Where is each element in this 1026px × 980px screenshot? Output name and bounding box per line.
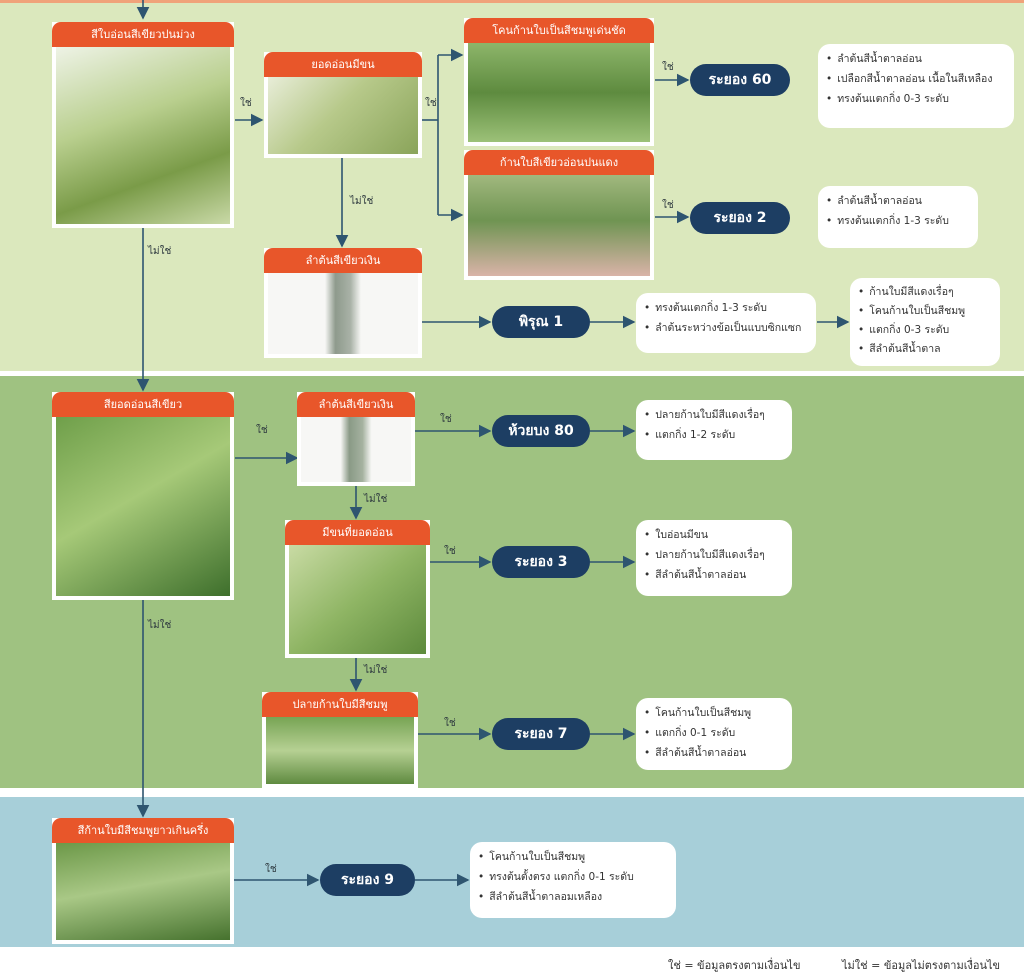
variety-details: โคนก้านใบเป็นสีชมพู ทรงต้นตั้งตรง แตกกิ่… (470, 842, 676, 918)
variety-details: โคนก้านใบเป็นสีชมพู แตกกิ่ง 0-1 ระดับ สี… (636, 698, 792, 770)
yes-label: ใช่ (444, 546, 456, 557)
stem-photo (301, 417, 411, 482)
no-label: ไม่ใช่ (350, 196, 374, 207)
criteria-title: ปลายก้านใบมีสีชมพู (262, 692, 418, 717)
variety-details: ลำต้นสีน้ำตาลอ่อน เปลือกสีน้ำตาลอ่อน เนื… (818, 44, 1014, 128)
variety-result: ระยอง 9 (320, 864, 415, 896)
no-label: ไม่ใช่ (148, 620, 172, 631)
criteria-title: มีขนที่ยอดอ่อน (285, 520, 430, 545)
stem-photo (268, 273, 418, 354)
criteria-card-pink-tip: ปลายก้านใบมีสีชมพู (262, 692, 418, 788)
detail-item: สีลำต้นสีน้ำตาลอมเหลือง (478, 887, 668, 907)
detail-item: ทรงต้นแตกกิ่ง 0-3 ระดับ (826, 89, 1006, 109)
detail-item: สีลำต้นสีน้ำตาล (858, 340, 992, 359)
legend-yes: ใช่ = ข้อมูลตรงตามเงื่อนไข (668, 959, 801, 972)
criteria-title: ลำต้นสีเขียวเงิน (297, 392, 415, 417)
criteria-title: ยอดอ่อนมีขน (264, 52, 422, 77)
no-label: ไม่ใช่ (148, 246, 172, 257)
shoot-photo (268, 77, 418, 154)
detail-item: สีลำต้นสีน้ำตาลอ่อน (644, 565, 784, 585)
detail-item: โคนก้านใบเป็นสีชมพู (858, 302, 992, 321)
criteria-card-silver-stem: ลำต้นสีเขียวเงิน (264, 248, 422, 358)
criteria-card-pink-petiole-base: โคนก้านใบเป็นสีชมพูเด่นชัด (464, 18, 654, 146)
petiole-photo (468, 175, 650, 276)
detail-item: ปลายก้านใบมีสีแดงเรื่อๆ (644, 545, 784, 565)
detail-item: ปลายก้านใบมีสีแดงเรื่อๆ (644, 405, 784, 425)
variety-result: ห้วยบง 80 (492, 415, 590, 447)
criteria-card-purple-leaf: สีใบอ่อนสีเขียวปนม่วง (52, 22, 234, 228)
detail-item: ใบอ่อนมีขน (644, 525, 784, 545)
variety-result: ระยอง 7 (492, 718, 590, 750)
petiole-photo (266, 717, 414, 784)
petiole-photo (468, 43, 650, 142)
shoot-photo (289, 545, 426, 654)
detail-item: แตกกิ่ง 0-3 ระดับ (858, 321, 992, 340)
detail-item: เปลือกสีน้ำตาลอ่อน เนื้อในสีเหลือง (826, 69, 1006, 89)
variety-result: พิรุณ 1 (492, 306, 590, 338)
no-label: ไม่ใช่ (364, 665, 388, 676)
variety-details: ปลายก้านใบมีสีแดงเรื่อๆ แตกกิ่ง 1-2 ระดั… (636, 400, 792, 460)
detail-item: โคนก้านใบเป็นสีชมพู (478, 847, 668, 867)
criteria-card-hairy-shoot: ยอดอ่อนมีขน (264, 52, 422, 158)
leaf-photo (56, 47, 230, 224)
yes-label: ใช่ (444, 718, 456, 729)
detail-item: ลำต้นสีน้ำตาลอ่อน (826, 191, 970, 211)
criteria-title: สีใบอ่อนสีเขียวปนม่วง (52, 22, 234, 47)
yes-label: ใช่ (265, 864, 277, 875)
shoot-photo (56, 417, 230, 596)
criteria-card-hairy-tip: มีขนที่ยอดอ่อน (285, 520, 430, 658)
criteria-title: สีก้านใบมีสีชมพูยาวเกินครึ่ง (52, 818, 234, 843)
detail-item: ทรงต้นตั้งตรง แตกกิ่ง 0-1 ระดับ (478, 867, 668, 887)
yes-label: ใช่ (240, 98, 252, 109)
criteria-card-long-pink-petiole: สีก้านใบมีสีชมพูยาวเกินครึ่ง (52, 818, 234, 944)
yes-label: ใช่ (662, 62, 674, 73)
criteria-title: โคนก้านใบเป็นสีชมพูเด่นชัด (464, 18, 654, 43)
yes-label: ใช่ (425, 98, 437, 109)
detail-item: ลำต้นสีน้ำตาลอ่อน (826, 49, 1006, 69)
variety-details: ทรงต้นแตกกิ่ง 1-3 ระดับ ลำต้นระหว่างข้อเ… (636, 293, 816, 353)
detail-item: สีลำต้นสีน้ำตาลอ่อน (644, 743, 784, 763)
detail-item: ก้านใบมีสีแดงเรื่อๆ (858, 283, 992, 302)
variety-result: ระยอง 2 (690, 202, 790, 234)
criteria-title: สียอดอ่อนสีเขียว (52, 392, 234, 417)
criteria-card-green-shoot: สียอดอ่อนสีเขียว (52, 392, 234, 600)
petiole-photo (56, 843, 230, 940)
detail-item: ลำต้นระหว่างข้อเป็นแบบซิกแซก (644, 318, 808, 338)
variety-result: ระยอง 60 (690, 64, 790, 96)
yes-label: ใช่ (662, 200, 674, 211)
detail-item: แตกกิ่ง 1-2 ระดับ (644, 425, 784, 445)
criteria-title: ก้านใบสีเขียวอ่อนปนแดง (464, 150, 654, 175)
detail-item: โคนก้านใบเป็นสีชมพู (644, 703, 784, 723)
detail-item: แตกกิ่ง 0-1 ระดับ (644, 723, 784, 743)
variety-details: ลำต้นสีน้ำตาลอ่อน ทรงต้นแตกกิ่ง 1-3 ระดั… (818, 186, 978, 248)
detail-item: ทรงต้นแตกกิ่ง 1-3 ระดับ (826, 211, 970, 231)
no-label: ไม่ใช่ (364, 494, 388, 505)
criteria-card-silver-stem-2: ลำต้นสีเขียวเงิน (297, 392, 415, 486)
detail-item: ทรงต้นแตกกิ่ง 1-3 ระดับ (644, 298, 808, 318)
yes-label: ใช่ (256, 425, 268, 436)
yes-label: ใช่ (440, 414, 452, 425)
criteria-title: ลำต้นสีเขียวเงิน (264, 248, 422, 273)
variety-details: ก้านใบมีสีแดงเรื่อๆ โคนก้านใบเป็นสีชมพู … (850, 278, 1000, 366)
criteria-card-red-petiole: ก้านใบสีเขียวอ่อนปนแดง (464, 150, 654, 280)
legend-no: ไม่ใช่ = ข้อมูลไม่ตรงตามเงื่อนไข (842, 959, 1001, 972)
variety-details: ใบอ่อนมีขน ปลายก้านใบมีสีแดงเรื่อๆ สีลำต… (636, 520, 792, 596)
variety-result: ระยอง 3 (492, 546, 590, 578)
